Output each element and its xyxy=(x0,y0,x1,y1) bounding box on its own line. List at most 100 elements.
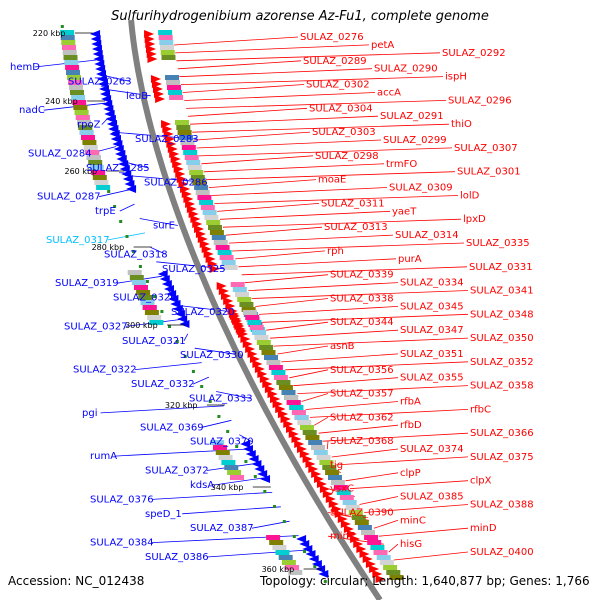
gene-label: SULAZ_0303 xyxy=(312,127,376,138)
label-connector xyxy=(345,472,399,482)
reverse-gene-arrow xyxy=(108,125,119,133)
forward-gene-arrow xyxy=(311,470,322,478)
forward-gene-arrow xyxy=(277,410,288,418)
tick-dot xyxy=(113,205,117,208)
tick-dot xyxy=(160,310,164,313)
reverse-gene-arrow xyxy=(179,320,190,328)
label-connector xyxy=(277,345,329,355)
tick-dot xyxy=(282,520,286,523)
feature-block xyxy=(221,460,236,465)
forward-gene-arrow xyxy=(294,440,305,448)
gene-label: lpxD xyxy=(463,214,486,225)
feature-block xyxy=(67,75,81,80)
feature-block xyxy=(294,415,309,420)
label-connector xyxy=(198,147,453,157)
reverse-gene-arrow xyxy=(308,555,319,563)
feature-block xyxy=(232,287,247,292)
forward-gene-arrow xyxy=(372,570,383,578)
gene-label: speD_1 xyxy=(145,509,182,520)
reverse-gene-arrow xyxy=(126,185,137,193)
label-connector xyxy=(228,234,394,244)
feature-block xyxy=(209,230,224,235)
label-connector xyxy=(194,347,243,356)
reverse-gene-arrow xyxy=(121,170,132,178)
gene-label: SULAZ_0276 xyxy=(300,32,364,43)
feature-block xyxy=(357,525,372,530)
label-connector xyxy=(373,519,399,529)
tick-dot xyxy=(119,220,123,223)
feature-block xyxy=(288,570,303,575)
forward-gene-arrow xyxy=(272,400,283,408)
gene-label: SULAZ_0356 xyxy=(330,365,394,376)
label-connector xyxy=(238,258,397,268)
feature-block xyxy=(129,275,144,280)
feature-block xyxy=(348,510,363,515)
gene-label: SULAZ_0287 xyxy=(37,192,101,203)
feature-block xyxy=(302,430,317,435)
gene-label: SULAZ_0321 xyxy=(122,336,186,347)
label-connector xyxy=(188,107,308,117)
feature-block xyxy=(339,495,354,500)
label-connector xyxy=(251,290,469,299)
gene-label: SULAZ_0366 xyxy=(470,428,534,439)
kbp-tick-label: 340 kbp xyxy=(211,483,244,492)
feature-block xyxy=(200,205,215,210)
tick-dot xyxy=(303,550,306,553)
feature-block xyxy=(62,50,77,55)
gene-label: SULAZ_0390 xyxy=(330,507,394,518)
gene-label: moaE xyxy=(318,175,346,186)
feature-block xyxy=(167,85,181,90)
label-connector xyxy=(182,506,281,515)
gene-label: SULAZ_0317 xyxy=(46,235,110,246)
tick-dot xyxy=(226,430,230,433)
reverse-gene-arrow xyxy=(115,150,126,158)
forward-gene-arrow xyxy=(337,515,348,523)
label-connector xyxy=(313,416,329,426)
feature-block xyxy=(88,160,103,165)
reverse-gene-arrow xyxy=(122,175,133,183)
feature-block xyxy=(278,555,293,560)
gene-label: SULAZ_0388 xyxy=(470,500,534,511)
gene-label: minE xyxy=(330,531,355,542)
forward-gene-arrow xyxy=(296,445,307,453)
feature-block xyxy=(169,95,184,100)
kbp-tick-label: 300 kbp xyxy=(125,321,158,330)
tick-dot xyxy=(200,385,204,388)
forward-gene-arrow xyxy=(283,420,294,428)
gene-label: rfbD xyxy=(400,420,422,431)
label-connector xyxy=(219,210,391,220)
label-connector xyxy=(359,496,399,505)
label-connector xyxy=(349,480,469,490)
reverse-gene-arrow xyxy=(91,40,102,48)
label-connector xyxy=(393,551,469,561)
feature-block xyxy=(183,150,198,155)
forward-gene-arrow xyxy=(314,475,325,483)
feature-block xyxy=(83,145,98,150)
feature-block xyxy=(266,535,281,540)
label-connector xyxy=(273,337,469,347)
feature-block xyxy=(78,125,93,130)
reverse-gene-arrow xyxy=(296,535,307,543)
feature-block xyxy=(330,480,345,485)
reverse-gene-arrow xyxy=(242,445,253,453)
gene-label: clpP xyxy=(400,468,421,479)
gene-label: SULAZ_0320 xyxy=(171,307,235,318)
forward-gene-arrow xyxy=(270,395,281,403)
feature-block xyxy=(202,210,217,215)
label-connector xyxy=(98,189,130,198)
feature-block xyxy=(239,302,254,307)
kbp-tick-label: 240 kbp xyxy=(45,97,78,106)
reverse-gene-arrow xyxy=(161,280,172,288)
feature-block xyxy=(149,320,164,325)
forward-gene-arrow xyxy=(334,510,345,518)
label-connector xyxy=(331,448,399,458)
gene-label: leuB xyxy=(126,91,148,102)
gene-label: SULAZ_0375 xyxy=(470,452,534,463)
reverse-gene-arrow xyxy=(96,70,107,78)
label-connector xyxy=(174,304,234,313)
forward-gene-arrow xyxy=(331,505,342,513)
gene-label: SULAZ_0332 xyxy=(131,379,195,390)
feature-block xyxy=(131,280,146,285)
feature-block xyxy=(336,490,351,495)
forward-gene-arrow xyxy=(319,485,330,493)
